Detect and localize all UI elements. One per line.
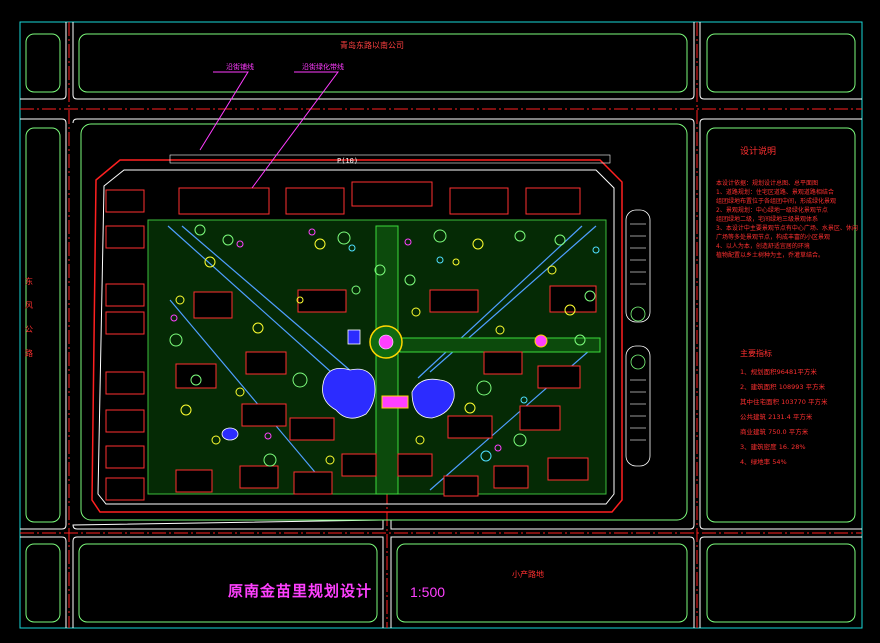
parking-right	[625, 209, 651, 467]
site-boundary	[91, 159, 623, 513]
callout-label-2: 沿街绿化带线	[302, 63, 344, 71]
design-note-line: 1、道路规划：住宅区道路、景观道路相结合	[716, 189, 834, 196]
indicator-item: 1、规划面积96481平方米	[740, 368, 817, 376]
planting	[169, 224, 600, 467]
key-indicators: 主要指标 1、规划面积96481平方米 2、建筑面积 108993 平方米 其中…	[740, 346, 827, 470]
road-edges	[20, 22, 862, 628]
parking-stall-marks	[630, 223, 646, 441]
site-code-label: P(10)	[337, 157, 359, 165]
design-note-line: 3、本设计中主要景观节点有中心广场、水景区、休闲	[716, 225, 858, 232]
buildings	[105, 181, 597, 501]
callout-label-1: 沿街铺线	[226, 63, 254, 71]
indicator-item: 2、建筑面积 108993 平方米	[740, 383, 826, 391]
left-road-label: 东风公路	[25, 277, 33, 358]
road-centerlines	[20, 22, 862, 628]
design-note-line: 组团绿地二级，宅间绿地三级景观体系	[716, 216, 819, 223]
drawing-frame	[19, 21, 863, 629]
design-note-line: 本设计依据：规划设计总图、总平面图	[716, 180, 819, 187]
design-notes: 设计说明 本设计依据：规划设计总图、总平面图 1、道路规划：住宅区道路、景观道路…	[716, 148, 858, 260]
parking-strip-top	[169, 154, 611, 164]
top-road-label: 青岛东路以南公司	[340, 41, 404, 50]
design-notes-heading: 设计说明	[740, 147, 777, 157]
water-features	[221, 329, 455, 441]
indicator-item: 4、绿地率 54%	[740, 458, 787, 466]
indicator-item: 公共建筑 2131.4 平方米	[740, 413, 813, 421]
indicator-item: 其中住宅面积 103770 平方米	[740, 398, 828, 406]
drawing-title: 原南金苗里规划设计	[228, 582, 373, 600]
design-note-line: 2、景观规划：中心绿地一级绿化景观节点	[716, 207, 828, 214]
design-note-line: 组团绿地布置位于各组团中间，形成绿化景观	[716, 198, 837, 205]
indicator-item: 3、建筑密度 16. 28%	[740, 443, 806, 451]
indicators-heading: 主要指标	[740, 349, 772, 358]
design-note-line: 植物配置以乡土树种为主，乔灌草结合。	[716, 252, 825, 259]
drawing-scale: 1:500	[410, 584, 446, 600]
callout-leaders	[199, 71, 339, 189]
bottom-right-label: 小产路地	[512, 570, 544, 579]
roadside-green-strips	[25, 33, 856, 623]
central-plaza	[369, 325, 548, 409]
indicator-item: 商业建筑 750.0 平方米	[740, 428, 809, 436]
design-note-line: 4、以人为本，创造舒适宜居的环境	[716, 243, 810, 250]
design-note-line: 广场等多处景观节点，构成丰富的小区景观	[716, 234, 831, 241]
